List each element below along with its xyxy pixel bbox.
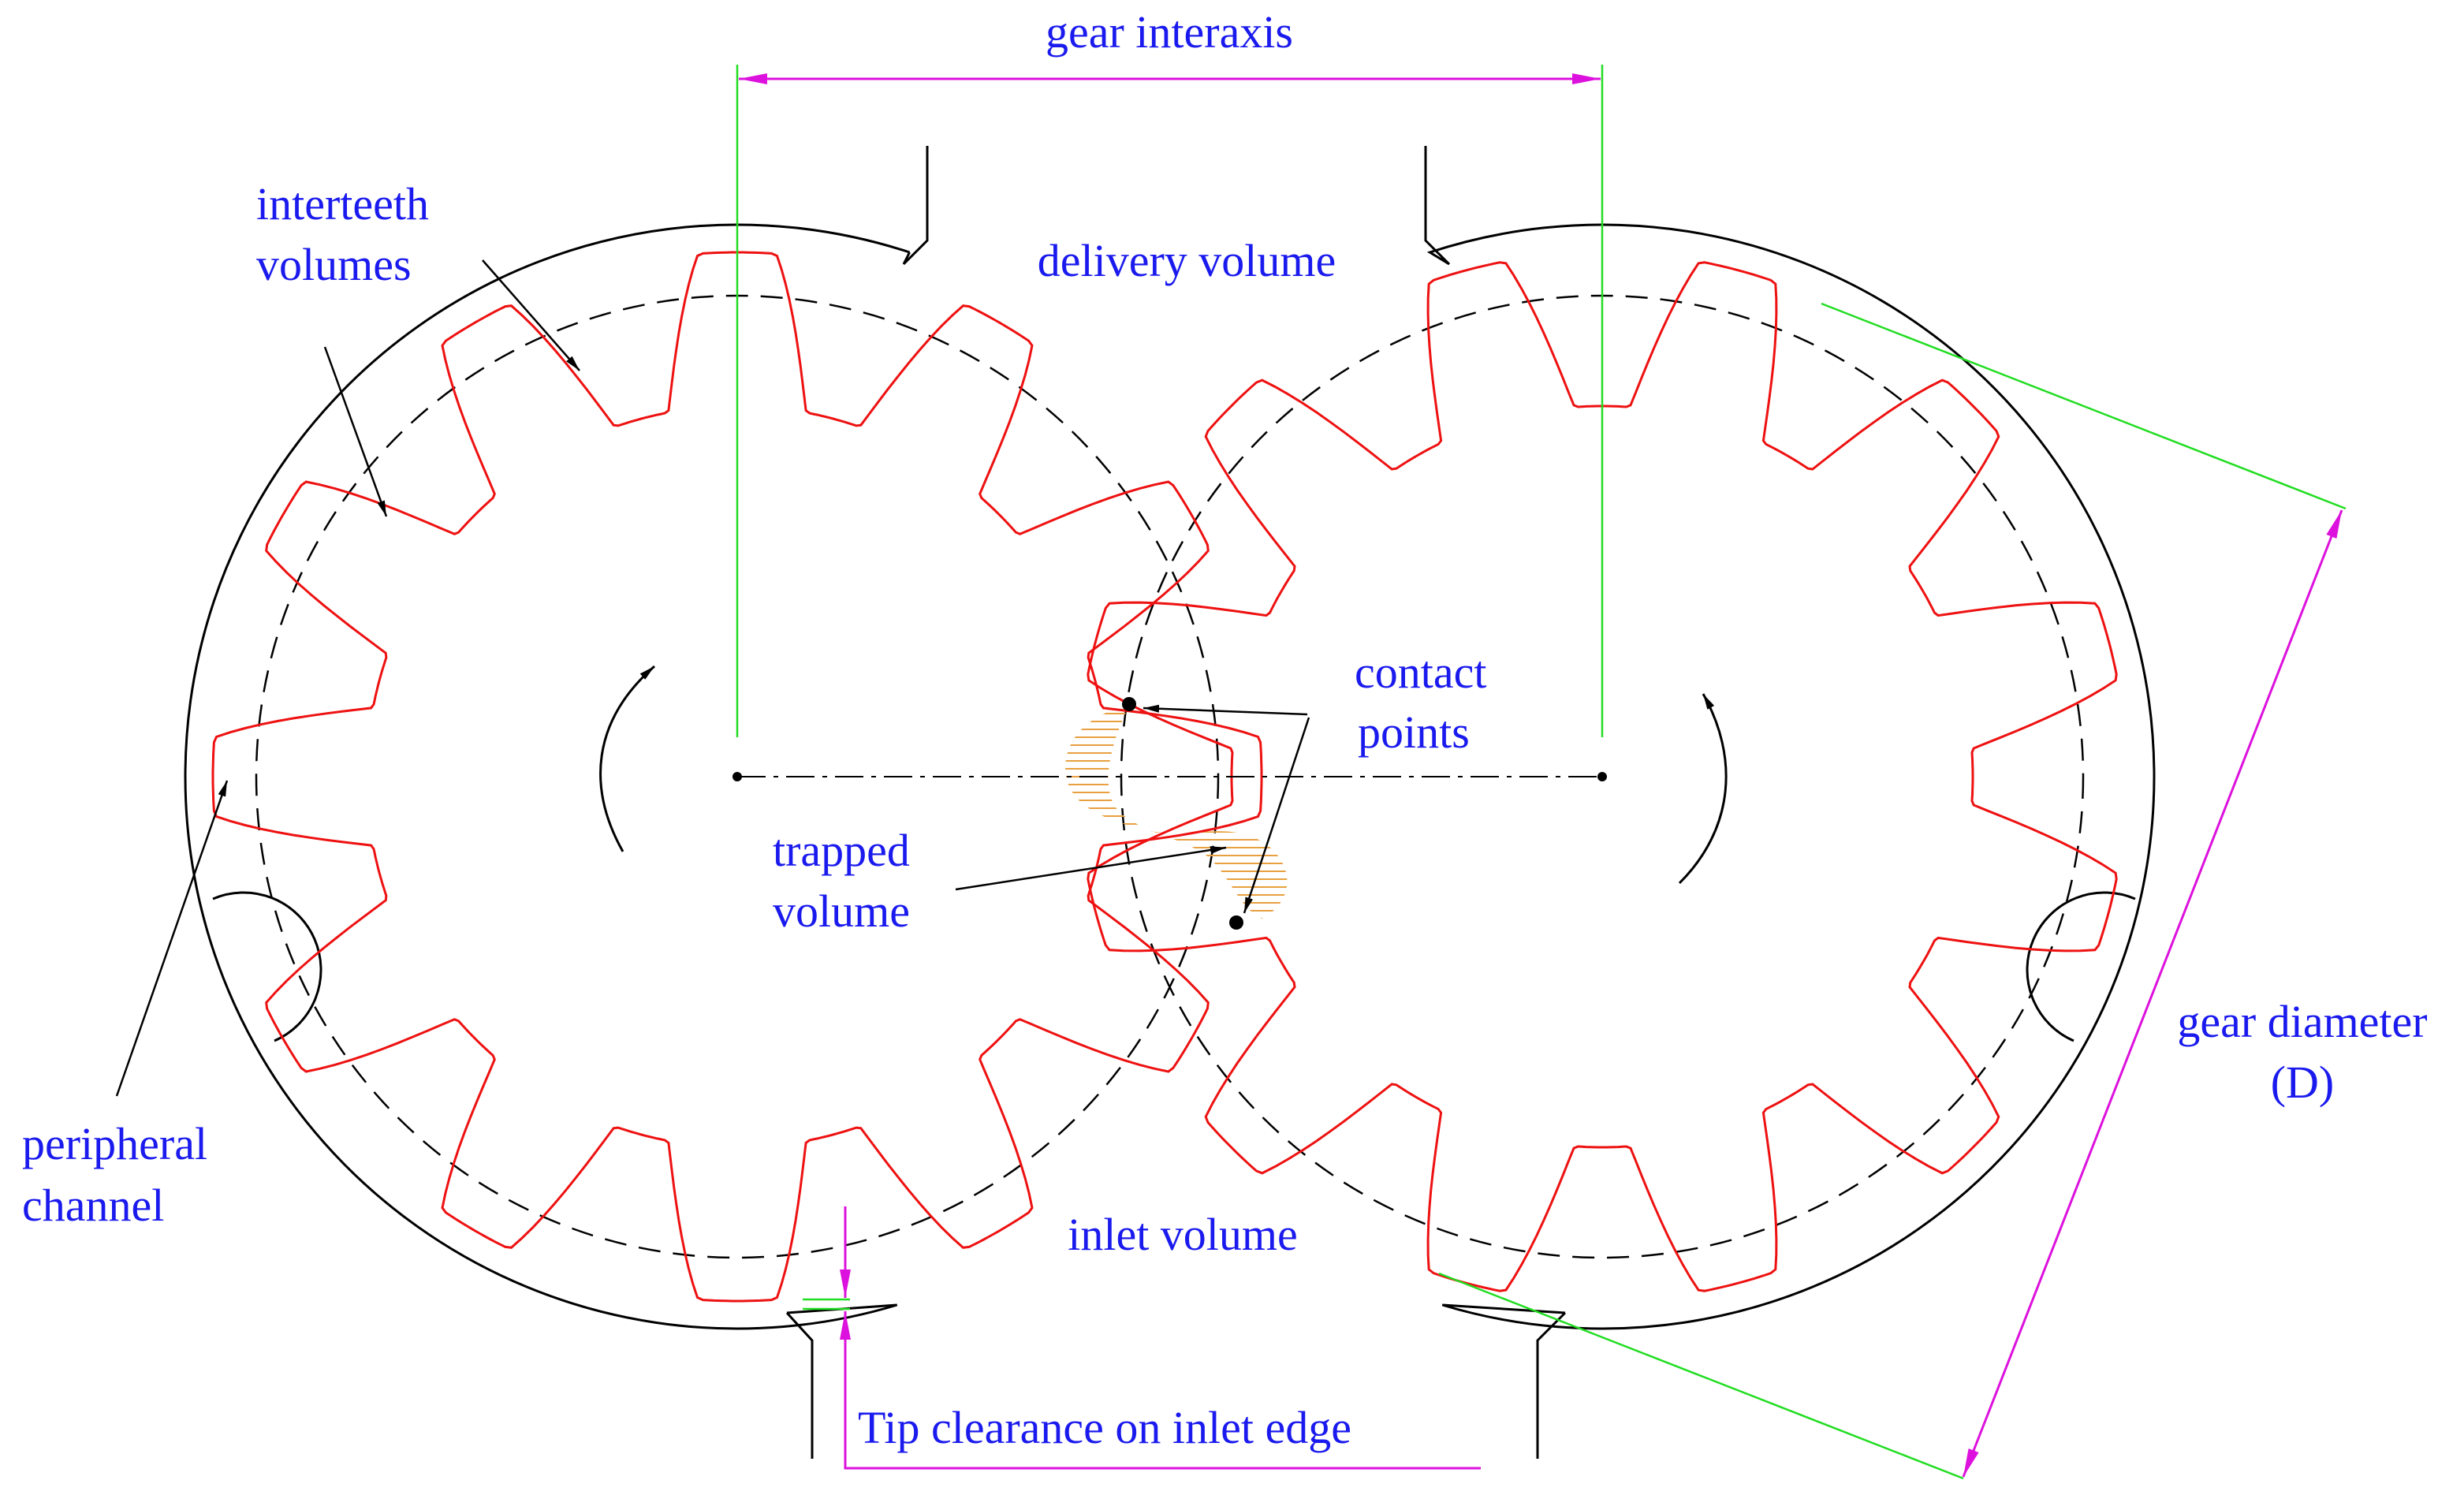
right-gear-center — [1597, 772, 1607, 781]
gear-diameter-label-line2: (D) — [2271, 1057, 2335, 1108]
right-gear — [1087, 261, 2118, 1292]
inlet-port-walls — [785, 1311, 1567, 1459]
gear-diameter-label-line1: gear diameter — [2177, 996, 2427, 1047]
left-gear-center — [732, 772, 742, 781]
diameter-extension-top — [1821, 302, 2347, 510]
left-rotation-arrow — [599, 665, 655, 852]
peripheral-leader — [115, 780, 229, 1097]
trapped-label-line1: trapped — [773, 825, 910, 876]
contact-label-line2: points — [1358, 706, 1470, 758]
interteeth-leader-2 — [323, 346, 388, 517]
contact-label-line1: contact — [1355, 647, 1486, 698]
contact-point-lower — [1229, 915, 1243, 930]
tip-clearance-label: Tip clearance on inlet edge — [858, 1402, 1351, 1453]
contact-leader-2 — [1243, 717, 1310, 914]
left-side-recess — [212, 891, 322, 1042]
diameter-dimension-line — [1962, 509, 2343, 1478]
interteeth-label-line1: interteeth — [256, 178, 429, 229]
interteeth-label-line2: volumes — [256, 239, 412, 290]
contact-leader-1 — [1143, 704, 1308, 716]
contact-point-upper — [1122, 697, 1136, 711]
right-side-recess — [2026, 891, 2136, 1042]
gear-interaxis-label: gear interaxis — [1046, 6, 1293, 58]
trapped-leader — [955, 846, 1227, 891]
right-rotation-arrow — [1678, 693, 1728, 885]
delivery-volume-label: delivery volume — [1038, 235, 1336, 286]
interteeth-leader-1 — [482, 259, 580, 371]
diameter-extension-bottom — [1438, 1272, 1964, 1480]
pump-housing — [184, 223, 2156, 1330]
inlet-volume-label: inlet volume — [1068, 1209, 1298, 1260]
peripheral-label-line2: channel — [22, 1180, 164, 1231]
trapped-volume-hatch — [1065, 706, 1288, 919]
left-gear — [211, 251, 1263, 1303]
delivery-port-walls — [902, 146, 1451, 266]
peripheral-label-line1: peripheral — [22, 1118, 207, 1169]
tip-clearance-leader — [840, 1311, 1481, 1470]
trapped-label-line2: volume — [773, 885, 910, 937]
